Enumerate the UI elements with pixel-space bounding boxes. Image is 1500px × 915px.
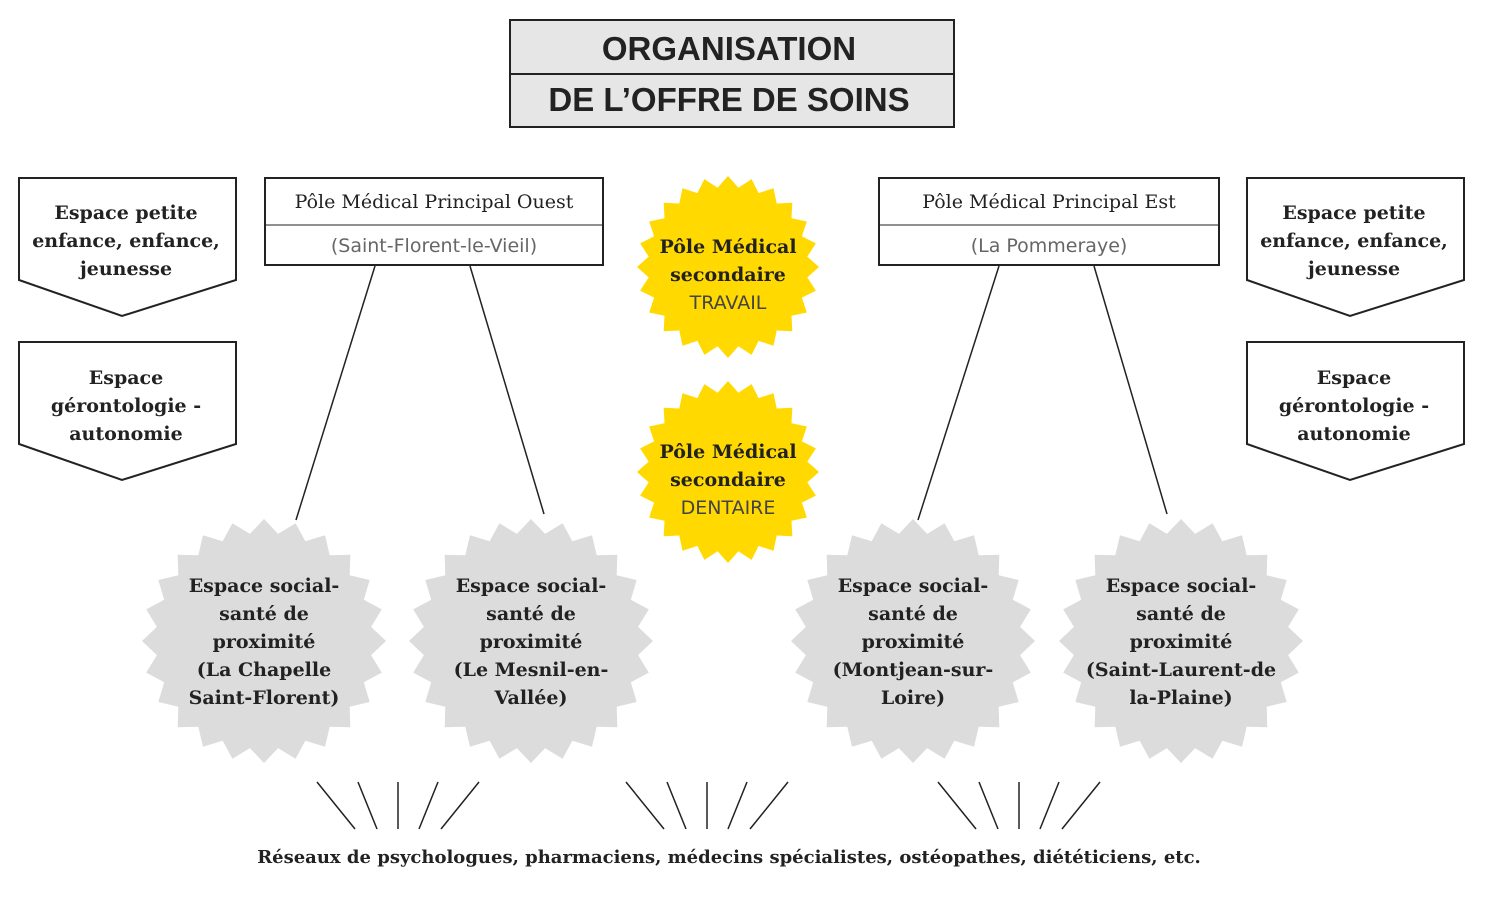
badge-dentaire-shape — [637, 381, 819, 563]
proximity-3-line-5: Loire) — [881, 687, 945, 709]
left-space-2-line-3: autonomie — [69, 423, 182, 445]
connector-est-right — [1093, 265, 1168, 515]
left-space-1-line-3: jeunesse — [78, 258, 172, 280]
secondary-dentaire-specialty: DENTAIRE — [681, 497, 776, 519]
proximity-space-1: Espace social- santé de proximité (La Ch… — [142, 519, 386, 763]
left-space-1-shape — [18, 177, 237, 318]
secondary-travail-specialty: TRAVAIL — [689, 292, 767, 314]
secondary-pole-travail: Pôle Médical secondaire TRAVAIL — [637, 176, 819, 358]
pole-ouest-box — [264, 177, 604, 266]
secondary-travail-line-2: secondaire — [670, 264, 786, 286]
right-space-1-line-1: Espace petite — [1282, 202, 1425, 224]
proximity-space-4: Espace social- santé de proximité (Saint… — [1059, 519, 1303, 763]
badge-travail-shape — [637, 176, 819, 358]
right-space-1-shape — [1246, 177, 1465, 318]
secondary-pole-dentaire: Pôle Médical secondaire DENTAIRE — [637, 381, 819, 563]
title-line-2: DE L’OFFRE DE SOINS — [548, 81, 909, 118]
proximity-4-shape — [1059, 519, 1303, 763]
proximity-4-line-2: santé de — [1136, 603, 1226, 625]
connector-lines — [295, 265, 1168, 521]
proximity-3-line-2: santé de — [868, 603, 958, 625]
proximity-2-line-3: proximité — [480, 631, 583, 653]
fan-left-ray-5 — [440, 781, 480, 830]
fan-left-ray-1 — [316, 781, 356, 830]
proximity-space-2: Espace social- santé de proximité (Le Me… — [409, 519, 653, 763]
left-space-2-shape — [18, 341, 237, 482]
network-fans — [316, 781, 1101, 830]
proximity-4-line-3: proximité — [1130, 631, 1233, 653]
connector-ouest-left — [295, 265, 376, 521]
fan-center — [625, 781, 789, 830]
left-space-1: Espace petite enfance, enfance, jeunesse — [18, 177, 237, 318]
proximity-2-line-1: Espace social- — [456, 575, 607, 597]
proximity-4-line-5: la-Plaine) — [1129, 687, 1232, 709]
connector-est-left — [917, 265, 1000, 521]
fan-center-ray-5 — [749, 781, 789, 830]
title-box: ORGANISATION DE L’OFFRE DE SOINS — [509, 19, 955, 128]
title-line-1: ORGANISATION — [602, 30, 856, 67]
right-space-2-line-1: Espace — [1317, 367, 1391, 389]
proximity-2-line-5: Vallée) — [494, 687, 568, 709]
fan-right — [937, 781, 1101, 830]
proximity-3-shape — [791, 519, 1035, 763]
proximity-1-line-2: santé de — [219, 603, 309, 625]
right-space-2-line-2: gérontologie - — [1279, 395, 1429, 417]
fan-right-ray-2 — [978, 781, 999, 830]
proximity-4-line-4: (Saint-Laurent-de — [1086, 659, 1276, 681]
proximity-3-line-3: proximité — [862, 631, 965, 653]
pole-ouest-name: Pôle Médical Principal Ouest — [295, 191, 574, 213]
proximity-3-line-1: Espace social- — [838, 575, 989, 597]
proximity-3-line-4: (Montjean-sur- — [833, 659, 994, 681]
proximity-1-shape — [142, 519, 386, 763]
pole-principal-ouest: Pôle Médical Principal Ouest (Saint-Flor… — [264, 177, 604, 266]
connector-ouest-right — [469, 265, 545, 515]
fan-right-ray-5 — [1061, 781, 1101, 830]
fan-center-ray-4 — [727, 781, 748, 830]
footer-networks: Réseaux de psychologues, pharmaciens, mé… — [257, 847, 1201, 868]
pole-est-location: (La Pommeraye) — [971, 235, 1128, 257]
pole-est-name: Pôle Médical Principal Est — [922, 191, 1176, 213]
right-space-1-line-2: enfance, enfance, — [1260, 230, 1448, 252]
left-space-1-line-2: enfance, enfance, — [32, 230, 220, 252]
proximity-space-3: Espace social- santé de proximité (Montj… — [791, 519, 1035, 763]
proximity-2-shape — [409, 519, 653, 763]
right-space-2-shape — [1246, 341, 1465, 482]
left-space-2-line-1: Espace — [89, 367, 163, 389]
proximity-1-line-1: Espace social- — [189, 575, 340, 597]
fan-right-ray-1 — [937, 781, 977, 830]
fan-left-ray-2 — [357, 781, 378, 830]
left-space-2-line-2: gérontologie - — [51, 395, 201, 417]
fan-left-ray-4 — [418, 781, 439, 830]
proximity-2-line-2: santé de — [486, 603, 576, 625]
proximity-1-line-5: Saint-Florent) — [189, 687, 340, 709]
left-space-1-line-1: Espace petite — [54, 202, 197, 224]
left-space-2: Espace gérontologie - autonomie — [18, 341, 237, 482]
proximity-2-line-4: (Le Mesnil-en- — [454, 659, 609, 681]
right-space-2-line-3: autonomie — [1297, 423, 1410, 445]
pole-est-box — [878, 177, 1220, 266]
proximity-4-line-1: Espace social- — [1106, 575, 1257, 597]
secondary-dentaire-line-1: Pôle Médical — [659, 441, 796, 463]
pole-ouest-location: (Saint-Florent-le-Vieil) — [331, 235, 537, 257]
pole-principal-est: Pôle Médical Principal Est (La Pommeraye… — [878, 177, 1220, 266]
secondary-travail-line-1: Pôle Médical — [659, 236, 796, 258]
fan-center-ray-1 — [625, 781, 665, 830]
right-space-1-line-3: jeunesse — [1306, 258, 1400, 280]
proximity-1-line-4: (La Chapelle — [197, 659, 331, 681]
fan-left — [316, 781, 480, 830]
fan-right-ray-4 — [1039, 781, 1060, 830]
proximity-1-line-3: proximité — [213, 631, 316, 653]
right-space-1: Espace petite enfance, enfance, jeunesse — [1246, 177, 1465, 318]
right-space-2: Espace gérontologie - autonomie — [1246, 341, 1465, 482]
secondary-dentaire-line-2: secondaire — [670, 469, 786, 491]
fan-center-ray-2 — [666, 781, 687, 830]
